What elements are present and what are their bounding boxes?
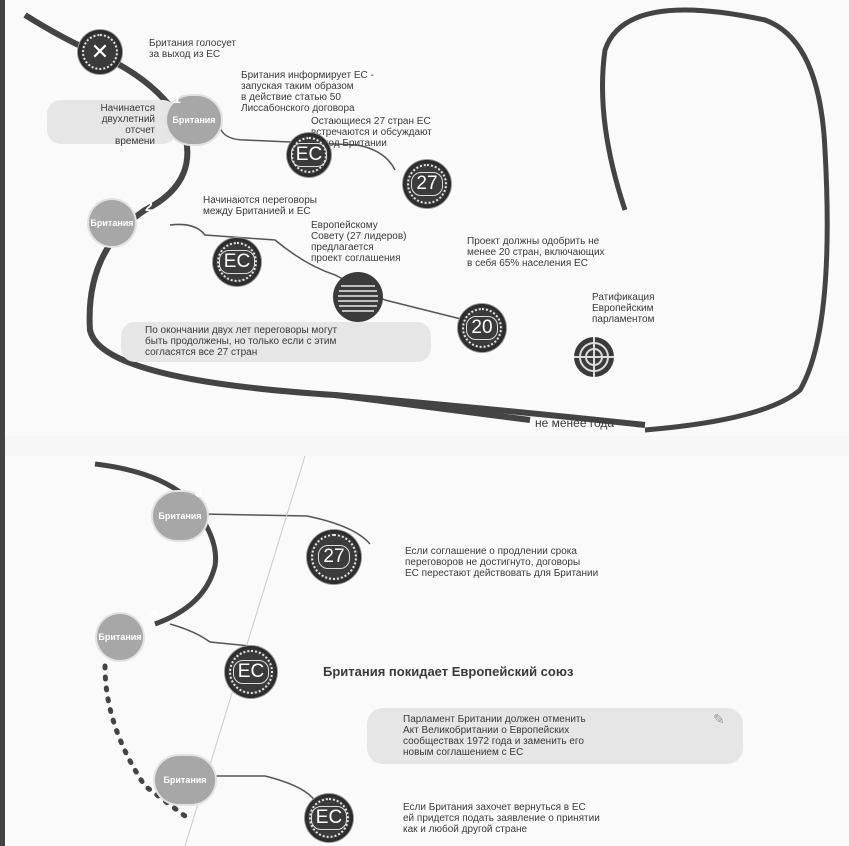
eu-badge-4-label: ЕС: [310, 806, 348, 830]
step-2-number: 2: [145, 198, 153, 214]
year-text: не менее года: [535, 416, 615, 430]
bottom-infographic: Британия 3 27 Если соглашение о продлени…: [5, 456, 849, 846]
badge-20: 20: [458, 304, 506, 352]
badge-20-label: 20: [466, 316, 498, 340]
eu-badge-2: ЕС: [213, 238, 261, 286]
countdown-text: Начинается двухлетний отсчет времени: [100, 103, 155, 147]
britain-badge-2: Британия: [89, 200, 135, 246]
parliament-target-icon: [574, 337, 614, 377]
eu-badge-1: ЕС: [287, 133, 331, 177]
top-infographic: ✕ Британия голосует за выход из ЕС Брита…: [5, 0, 849, 436]
council-text: Европейскому Совету (27 лидеров) предлаг…: [311, 220, 407, 264]
britain-badge-1: Британия: [167, 96, 221, 144]
step-3-number: 3: [195, 484, 203, 500]
eu-badge-3: ЕС: [225, 646, 277, 698]
vote-x-icon: ✕: [78, 30, 122, 74]
negotiations-text: Начинаются переговоры между Британией и …: [203, 195, 317, 217]
inform-text: Британия информирует ЕС - запуская таким…: [241, 70, 374, 114]
document-icon: [333, 272, 383, 322]
timeline-path: [23, 7, 830, 433]
step-4-number: 4: [150, 606, 158, 622]
stop-text: Если соглашение о продлении срока перего…: [405, 546, 599, 579]
eu-badge-4: ЕС: [305, 794, 353, 842]
extend-pill: [121, 322, 431, 362]
badge-27-top-label: 27: [411, 172, 443, 196]
badge-27-bottom-label: 27: [318, 545, 350, 569]
left-border: [0, 0, 5, 846]
vote-text: Британия голосует за выход из ЕС: [149, 38, 237, 60]
britain-badge-5: Британия: [155, 756, 215, 804]
britain-badge-4: Британия: [97, 614, 143, 660]
britain-badge-3: Британия: [153, 492, 207, 540]
eu-badge-1-label: ЕС: [290, 143, 328, 167]
approve-text: Проект должны одобрить не менее 20 стран…: [467, 236, 605, 269]
leaves-text: Британия покидает Европейский союз: [323, 664, 574, 679]
return-text: Если Британия захочет вернуться в ЕС ей …: [403, 802, 600, 835]
eu-badge-2-label: ЕС: [218, 250, 256, 274]
step-1-number: 1: [173, 90, 181, 106]
pen-icon: ✎: [713, 711, 725, 727]
ratify-text: Ратификация Европейским парламентом: [592, 292, 655, 325]
countdown-pill: [47, 100, 177, 144]
badge-27-bottom: 27: [307, 530, 361, 584]
parliament-text: Парламент Британии должен отменить Акт В…: [403, 714, 586, 758]
parliament-pill: [367, 708, 743, 764]
remaining-text: Остающиеся 27 стран ЕС встречаются и обс…: [311, 116, 432, 149]
eu-badge-3-label: ЕС: [232, 660, 270, 684]
badge-27-top: 27: [403, 160, 451, 208]
extend-text: По окончании двух лет переговоры могут б…: [145, 325, 338, 358]
